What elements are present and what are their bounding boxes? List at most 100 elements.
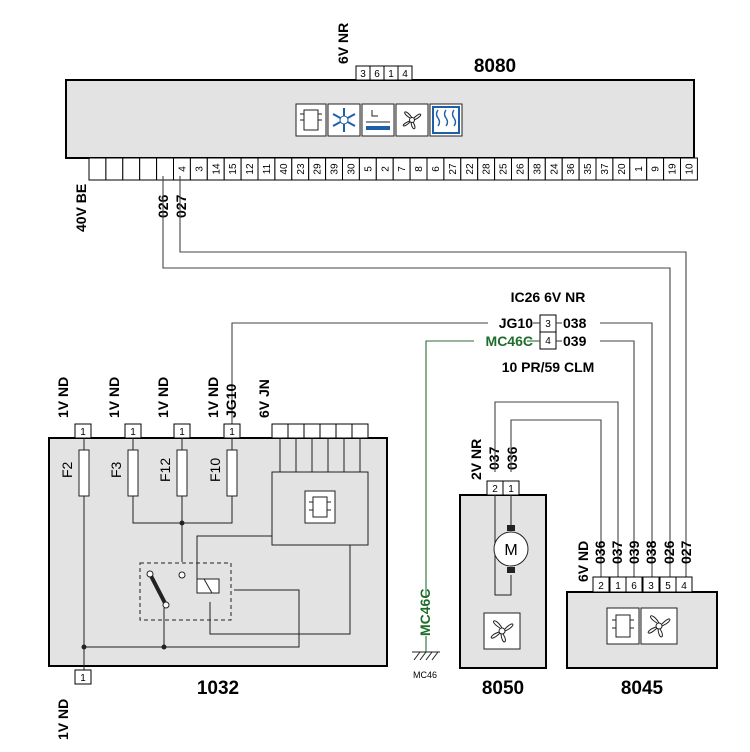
ecu-bottom-pin-label: 14 [211, 163, 222, 175]
ecu-bottom-pin [122, 157, 141, 181]
ecu-bottom-pin-label: 30 [346, 163, 357, 175]
wire-label-038-mod: 038 [643, 540, 659, 564]
svg-text:4: 4 [402, 69, 408, 80]
ecu-bottom-pin-label: 22 [465, 163, 476, 175]
module-connector-label: 6V ND [575, 541, 591, 582]
ecu-bottom-pin-label: 6 [431, 166, 442, 172]
ecu-bottom-pin [139, 157, 158, 181]
wire-037 [494, 401, 619, 578]
ecu-bottom-pin-label: 38 [532, 163, 543, 175]
wire-036 [510, 419, 602, 578]
fuse-top-pins: 1 1 1 1 [74, 423, 241, 439]
ecu-bottom-pin-label: 36 [566, 163, 577, 175]
module-chip-icon [606, 607, 640, 645]
ecu-top-connector-label: 6V NR [335, 23, 351, 64]
ecu-bottom-pin [156, 157, 175, 181]
ecu-bottom-pin-label: 20 [617, 163, 628, 175]
svg-text:5: 5 [665, 581, 671, 592]
ecu-bottom-pin-label: 9 [651, 166, 662, 172]
ecu-bottom-pin [105, 157, 124, 181]
ground-label: MC46 [413, 670, 437, 680]
wire-jg10 [231, 322, 488, 424]
wire-label-027: 027 [173, 194, 189, 218]
fuse-f3-pin-label: 1V ND [106, 377, 122, 418]
wire-039 [600, 340, 635, 578]
svg-text:4: 4 [681, 581, 687, 592]
fuse-f2-pin-label: 1V ND [55, 377, 71, 418]
ecu-icons [295, 103, 463, 137]
ecu-bottom-pin-label: 27 [448, 163, 459, 175]
ecu-bottom-pin-label: 4 [177, 166, 188, 172]
wire-label-038-ic26: 038 [563, 315, 587, 331]
ecu-bottom-pin-label: 7 [397, 166, 408, 172]
ecu-top-connector: 3 6 1 4 [355, 65, 413, 81]
svg-text:1: 1 [80, 427, 86, 438]
svg-text:3: 3 [648, 581, 654, 592]
module-fan-icon [640, 607, 678, 645]
fuse-jg10-wire-label: JG10 [223, 384, 239, 418]
ecu-bottom-pin-label: 12 [245, 163, 256, 175]
ecu-bottom-pin-label: 40 [279, 163, 290, 175]
motor-icon: M [493, 495, 529, 596]
wire-label-mc46c-ic26: MC46C [486, 333, 533, 349]
wire-label-036-mod: 036 [592, 540, 608, 564]
fuse-f10-pin-label: 1V ND [205, 377, 221, 418]
svg-text:3: 3 [545, 319, 551, 330]
wire-label-jg10-ic26: JG10 [499, 315, 533, 331]
ecu-bottom-pin-label: 29 [313, 163, 324, 175]
wire-label-026-mod: 026 [661, 540, 677, 564]
ecu-bottom-pin-label: 8 [414, 166, 425, 172]
ecu-bottom-pin-label: 3 [194, 166, 205, 172]
svg-text:1: 1 [229, 427, 235, 438]
heater-icon [429, 103, 463, 137]
wire-label-037-mod: 037 [609, 540, 625, 564]
ground-symbol [412, 636, 440, 661]
module-id: 8045 [621, 678, 664, 699]
fan-id: 8050 [482, 678, 524, 699]
fuse-jn-connector [271, 423, 369, 439]
chip-icon [295, 103, 327, 137]
wire-label-037-fan: 037 [486, 446, 502, 470]
svg-text:3: 3 [360, 69, 366, 80]
ecu-bottom-pin-label: 35 [583, 163, 594, 175]
ecu-bottom-pin-label: 39 [330, 163, 341, 175]
ecu-bottom-pin-label: 1 [634, 166, 645, 172]
wire-label-039-mod: 039 [626, 540, 642, 564]
snowflake-icon [327, 103, 361, 137]
fan-connector-label: 2V NR [468, 439, 484, 480]
ecu-bottom-pin [88, 157, 107, 181]
wire-label-027-mod: 027 [678, 540, 694, 564]
svg-text:F2: F2 [59, 461, 75, 478]
wire-mc46c [425, 340, 474, 598]
svg-text:1: 1 [130, 427, 136, 438]
svg-text:F12: F12 [157, 458, 173, 482]
wire-026 [162, 176, 671, 578]
ecu-bottom-pin-label: 10 [684, 163, 695, 175]
ecu-bottom-connector-label: 40V BE [73, 184, 89, 232]
svg-text:1: 1 [179, 427, 185, 438]
ic26-title: IC26 6V NR [511, 289, 586, 305]
svg-text:2: 2 [598, 581, 604, 592]
ecu-bottom-pin-label: 15 [228, 163, 239, 175]
ecu-bottom-pin [680, 157, 698, 181]
svg-text:6: 6 [631, 581, 637, 592]
fuse-jn-connector-label: 6V JN [256, 379, 272, 418]
svg-text:1: 1 [508, 484, 514, 495]
ecu-bottom-pin-label: 24 [549, 163, 560, 175]
ecu-bottom-pin-label: 23 [296, 163, 307, 175]
ecu-bottom-pin-label: 37 [600, 163, 611, 175]
svg-text:1: 1 [80, 673, 86, 684]
ecu-bottom-pin-label: 28 [482, 163, 493, 175]
ecu-bottom-pin-label: 19 [668, 163, 679, 175]
fusebox-chip-icon [304, 490, 336, 524]
ecu-bottom-pin-label: 25 [499, 163, 510, 175]
svg-text:6: 6 [374, 69, 380, 80]
wire-label-036-fan: 036 [504, 446, 520, 470]
gauge-icon [361, 103, 395, 137]
svg-text:1: 1 [388, 69, 394, 80]
fan-8050-fan-icon [483, 612, 521, 650]
svg-text:1: 1 [615, 581, 621, 592]
